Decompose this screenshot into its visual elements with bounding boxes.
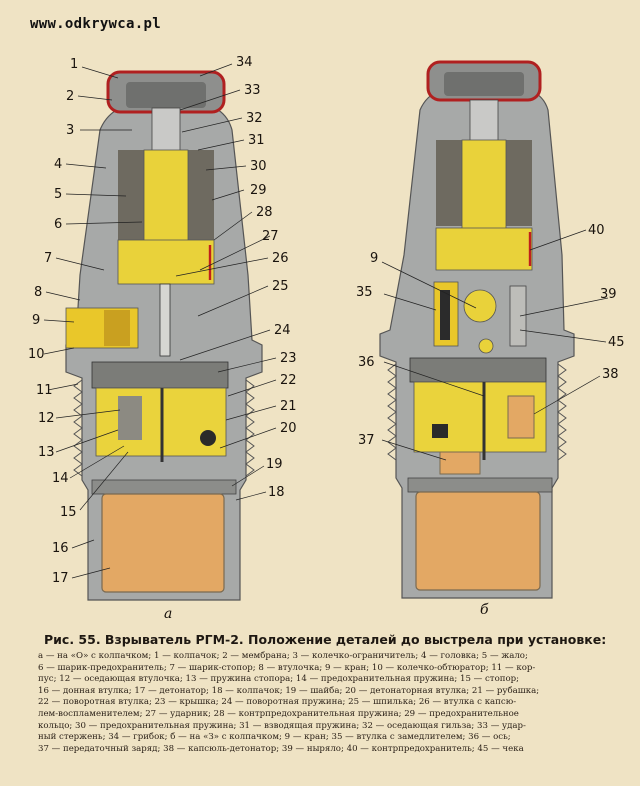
- callout-a-15: 15: [60, 505, 77, 520]
- callout-a-19: 19: [266, 457, 283, 472]
- callout-a-34: 34: [236, 55, 253, 70]
- callout-b-38: 38: [602, 367, 619, 382]
- caption-legend-line: лем-воспламенителем; 27 — ударник; 28 — …: [38, 708, 519, 719]
- callouts-a: 1 2 3 4 5 6 7 8 9 10 11 12 13 14 15 16 1…: [28, 55, 297, 586]
- callout-a-14: 14: [52, 471, 69, 486]
- fuze-b-threads-right: [557, 363, 567, 461]
- callouts-b: 40 9 35 39 45 36 38 37: [356, 223, 625, 448]
- sublabel-a: а: [164, 606, 172, 622]
- callout-b-39: 39: [600, 287, 617, 302]
- fuze-a-base-bushing: [91, 479, 237, 495]
- fuze-b-base-bushing: [407, 477, 553, 493]
- fuze-a-firing-pin: [159, 283, 171, 357]
- fuze-b-transfer-charge: [439, 451, 481, 475]
- callout-a-16: 16: [52, 541, 69, 556]
- fuze-a-detonator: [101, 493, 225, 593]
- callout-a-17: 17: [52, 571, 69, 586]
- callout-a-8: 8: [34, 285, 42, 300]
- callout-b-37: 37: [358, 433, 375, 448]
- leader-lines-a: [43, 63, 277, 579]
- callout-a-5: 5: [54, 187, 62, 202]
- callout-b-45: 45: [608, 335, 625, 350]
- callout-a-12: 12: [38, 411, 55, 426]
- callout-a-2: 2: [66, 89, 74, 104]
- fuze-a-spring-right: [188, 150, 214, 240]
- fuze-a-spring-left: [118, 150, 144, 240]
- fuze-a-rotary-plate: [91, 361, 229, 389]
- caption-legend-line: пус; 12 — оседающая втулочка; 13 — пружи…: [38, 674, 520, 685]
- sublabel-b: б: [480, 602, 489, 618]
- fuze-a-threads-left: [73, 379, 83, 477]
- leader-lines-b: [381, 229, 609, 461]
- callout-b-9: 9: [370, 251, 378, 266]
- callout-a-9: 9: [32, 313, 40, 328]
- callout-a-7: 7: [44, 251, 52, 266]
- fuze-b-mechanism-band: [435, 227, 533, 271]
- callout-a-28: 28: [256, 205, 273, 220]
- callout-b-36: 36: [358, 355, 375, 370]
- fuze-b-capsule-detonator: [507, 395, 535, 439]
- callout-a-24: 24: [274, 323, 291, 338]
- callout-a-21: 21: [280, 399, 297, 414]
- callout-a-1: 1: [70, 57, 78, 72]
- caption-legend-line: 37 — передаточный заряд; 38 — капсюль-де…: [38, 743, 524, 754]
- callout-a-6: 6: [54, 217, 62, 232]
- callout-a-29: 29: [250, 183, 267, 198]
- fuze-b-threads-left: [387, 363, 397, 461]
- fuze-a-mechanism-upper: [143, 149, 189, 251]
- callout-a-3: 3: [66, 123, 74, 138]
- caption-legend-line: ный стержень; 34 — грибок; б — на «З» с …: [38, 732, 511, 743]
- fuze-b-detonator: [415, 491, 541, 591]
- figure-caption: Рис. 55. Взрыватель РГМ-2. Положение дет…: [38, 632, 618, 755]
- callout-a-27: 27: [262, 229, 279, 244]
- fuze-diagram: 1 2 3 4 5 6 7 8 9 10 11 12 13 14 15 16 1…: [28, 55, 625, 622]
- fuze-a: [65, 70, 263, 601]
- callout-a-10: 10: [28, 347, 45, 362]
- callout-a-22: 22: [280, 373, 297, 388]
- watermark: www.odkrywca.pl: [30, 16, 161, 32]
- callout-a-11: 11: [36, 383, 53, 398]
- fuze-b-ball: [463, 289, 497, 323]
- callout-a-30: 30: [250, 159, 267, 174]
- caption-title: Рис. 55. Взрыватель РГМ-2. Положение дет…: [44, 632, 607, 647]
- fuze-b-mechanism-upper: [461, 139, 507, 235]
- callout-a-31: 31: [248, 133, 265, 148]
- callout-a-13: 13: [38, 445, 55, 460]
- fuze-b: [379, 60, 575, 599]
- caption-legend-line: 16 — донная втулка; 17 — детонатор; 18 —…: [38, 685, 540, 696]
- callout-a-32: 32: [246, 111, 263, 126]
- fuze-a-cap-inner: [126, 82, 206, 108]
- callout-a-4: 4: [54, 157, 62, 172]
- callout-a-33: 33: [244, 83, 261, 98]
- callout-a-23: 23: [280, 351, 297, 366]
- callout-b-40: 40: [588, 223, 605, 238]
- callout-a-25: 25: [272, 279, 289, 294]
- caption-legend-line: 22 — поворотная втулка; 23 — крышка; 24 …: [38, 697, 517, 708]
- caption-legend-line: 6 — шарик-предохранитель; 7 — шарик-стоп…: [38, 662, 536, 673]
- fuze-b-rotary-plate: [409, 357, 547, 383]
- caption-legend-line: кольцо; 30 — предохранительная пружина; …: [38, 720, 526, 731]
- fuze-a-mechanism-band: [117, 239, 215, 285]
- callout-a-26: 26: [272, 251, 289, 266]
- callout-a-18: 18: [268, 485, 285, 500]
- fuze-a-threads-right: [245, 379, 255, 477]
- callout-a-20: 20: [280, 421, 297, 436]
- callout-b-35: 35: [356, 285, 373, 300]
- caption-legend-line: а — на «О» с колпачком; 1 — колпачок; 2 …: [38, 651, 528, 661]
